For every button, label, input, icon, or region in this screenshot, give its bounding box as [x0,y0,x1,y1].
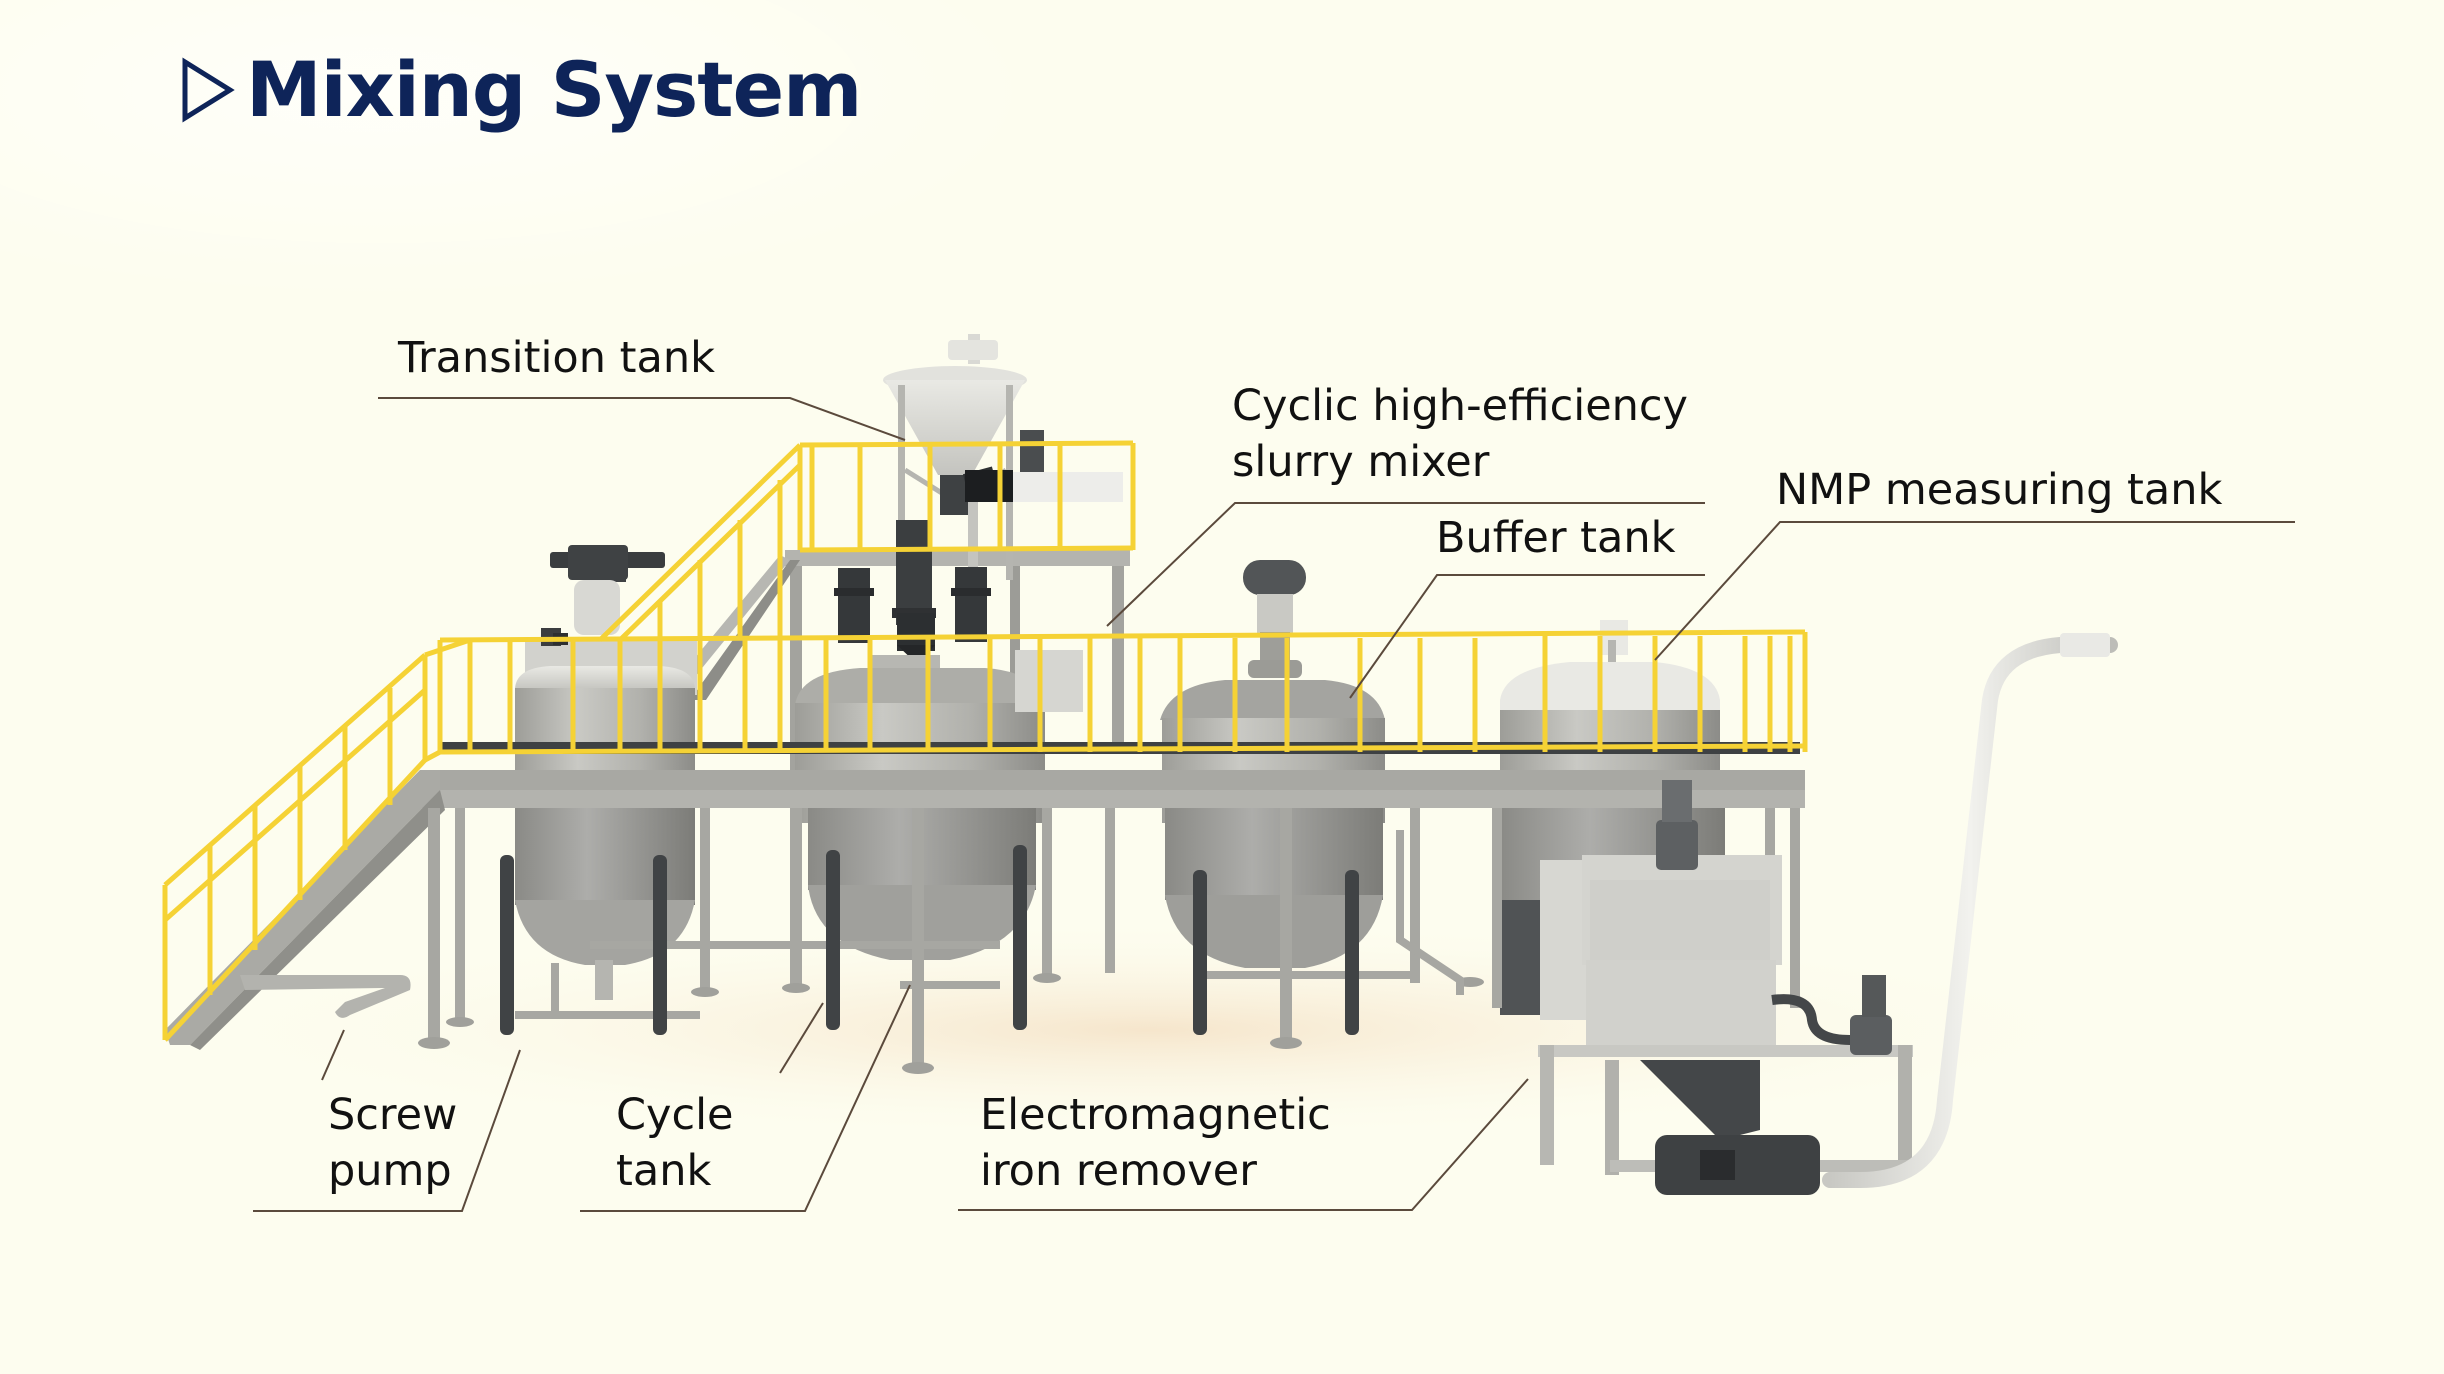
upper-platform [660,550,1130,816]
safety-railing [162,440,1808,1042]
label-slurry-mixer: Cyclic high-efficiency slurry mixer [1232,381,1688,487]
main-platform [165,545,1805,1074]
label-electromagnetic-iron-remover: Electromagnetic iron remover [980,1090,1331,1196]
label-transition-tank: Transition tank [398,333,715,383]
electromagnetic-iron-remover [1538,633,2118,1195]
leader-cycle-tank [580,984,911,1212]
page-title: Mixing System [180,45,862,134]
leader-iron-remover [958,1078,1529,1211]
label-buffer-tank: Buffer tank [1436,513,1676,563]
leader-screw-pump-upper [321,1029,345,1081]
label-nmp-measuring-tank: NMP measuring tank [1776,465,2223,515]
screw-pump [240,975,411,1018]
leader-slurry-mixer [1106,502,1705,627]
play-triangle-outline-icon [182,57,235,123]
label-screw-pump: Screw pump [328,1090,458,1196]
leader-transition-tank [378,397,906,441]
leader-buffer-tank [1349,574,1705,699]
dark-support-legs [500,845,1359,1035]
leader-lines [253,397,2295,1212]
transition-tank [883,334,1123,602]
leader-screw-pump [253,1049,521,1212]
leader-nmp-tank [1654,521,2295,661]
label-cycle-tank: Cycle tank [616,1090,734,1196]
leader-cycle-tank-upper [779,1002,824,1074]
page-title-text: Mixing System [246,45,862,134]
